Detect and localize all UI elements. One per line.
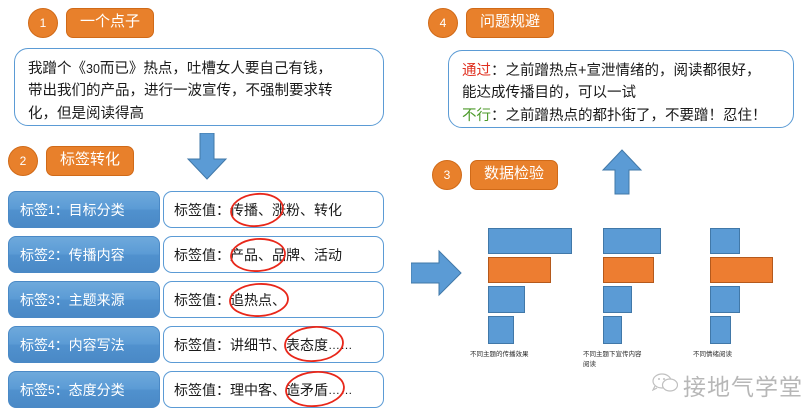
tag-value-5-items: 理中客、造矛盾 xyxy=(230,381,328,398)
tag-chip-2-suffix: ：传播内容 xyxy=(54,246,125,263)
bar-g1-blue-1 xyxy=(488,228,572,254)
step-number-4: 4 xyxy=(428,8,458,38)
down-arrow xyxy=(186,133,228,181)
tag-chip-4-suffix: ：内容写法 xyxy=(54,336,125,353)
tag-value-5-ellipsis: …… xyxy=(328,382,353,397)
tag-chip-3-suffix: ：主题来源 xyxy=(54,291,125,308)
step-number-2: 2 xyxy=(8,146,38,176)
bar-group-label-2: 不同主题下宣传内容阅读 xyxy=(583,351,642,369)
bar-g1-orange xyxy=(488,257,551,283)
step-pill-tagging: 标签转化 xyxy=(46,146,135,176)
idea-line-1-a: 我蹭个《 xyxy=(28,61,86,77)
tag-value-5-prefix: 标签值： xyxy=(174,381,230,398)
bar-g3-orange xyxy=(710,257,773,283)
step-number-3: 3 xyxy=(432,160,462,190)
bar-g3-blue-3 xyxy=(710,316,731,344)
bar-g3-blue-2 xyxy=(710,286,740,313)
tag-chip-3-prefix: 标签 xyxy=(20,291,48,308)
step-pill-idea: 一个点子 xyxy=(66,8,155,38)
idea-line-1: 我蹭个《30而已》热点，吐槽女人要自己有钱， xyxy=(28,58,370,80)
tag-value-box-5[interactable]: 标签值：理中客、造矛盾…… xyxy=(163,371,384,408)
risk-fail-text: ：之前蹭热点的都扑街了，不要蹭！忍住！ xyxy=(491,107,767,124)
tag-chip-4-prefix: 标签 xyxy=(20,336,48,353)
risk-pass-line-2: 能达成传播目的，可以一试 xyxy=(462,85,636,102)
step-header-risk: 4 问题规避 xyxy=(428,8,555,38)
tag-value-2-items: 产品、品牌、活动 xyxy=(230,246,342,263)
bar-g2-blue-2 xyxy=(603,286,632,313)
idea-line-1-number: 30 xyxy=(86,62,100,76)
tag-value-4-prefix: 标签值： xyxy=(174,336,230,353)
idea-line-2: 带出我们的产品，进行一波宣传，不强制要求转 xyxy=(28,83,333,100)
tag-chip-5-suffix: ：态度分类 xyxy=(54,381,125,398)
tag-value-box-4[interactable]: 标签值：讲细节、表态度…… xyxy=(163,326,384,363)
up-arrow xyxy=(601,148,643,196)
tag-chip-5-index: 5 xyxy=(48,382,55,397)
tag-value-2-prefix: 标签值： xyxy=(174,246,230,263)
step-number-1: 1 xyxy=(28,8,58,38)
tag-chip-2-prefix: 标签 xyxy=(20,246,48,263)
idea-line-1-b: 而已》热点，吐槽女人要自己有钱， xyxy=(99,61,332,77)
step-pill-risk: 问题规避 xyxy=(466,8,555,38)
risk-fail-label: 不行 xyxy=(462,107,491,124)
tag-value-3-items: 追热点、 xyxy=(230,291,286,308)
watermark-text: 接地气学堂 xyxy=(683,375,803,401)
tag-chip-4-index: 4 xyxy=(48,337,55,352)
tag-value-box-1[interactable]: 标签值：传播、涨粉、转化 xyxy=(163,191,384,228)
tag-value-box-2[interactable]: 标签值：产品、品牌、活动 xyxy=(163,236,384,273)
bar-group-label-1: 不同主题的传播效果 xyxy=(470,351,529,358)
tag-chip-5-prefix: 标签 xyxy=(20,381,48,398)
risk-pass-label: 通过 xyxy=(462,63,491,79)
tag-chip-1-index: 1 xyxy=(48,202,55,217)
tag-value-4-items: 讲细节、表态度 xyxy=(230,336,328,353)
tag-value-1-prefix: 标签值： xyxy=(174,201,230,218)
tag-value-4-ellipsis: …… xyxy=(328,337,353,352)
risk-pass-line-1: 通过：之前蹭热点+宣泄情绪的，阅读都很好， xyxy=(462,60,780,82)
tag-chip-1-suffix: ：目标分类 xyxy=(54,201,125,218)
bar-g1-blue-2 xyxy=(488,286,525,313)
idea-text-box: 我蹭个《30而已》热点，吐槽女人要自己有钱， 带出我们的产品，进行一波宣传，不强… xyxy=(14,48,384,126)
bar-g2-blue-3 xyxy=(603,316,622,344)
bar-chart: 不同主题的传播效果 不同主题下宣传内容阅读 不同情绪阅读 xyxy=(460,220,800,400)
wechat-icon xyxy=(651,372,679,399)
tag-chip-1-prefix: 标签 xyxy=(20,201,48,218)
risk-pass-text: ：之前蹭热点+宣泄情绪的，阅读都很好， xyxy=(491,63,761,79)
step-header-idea: 1 一个点子 xyxy=(28,8,155,38)
risk-fail-line: 不行：之前蹭热点的都扑街了，不要蹭！忍住！ xyxy=(462,105,780,127)
bar-g2-blue-1 xyxy=(603,228,661,254)
tag-value-1-items: 传播、涨粉、转化 xyxy=(230,201,342,218)
tag-chip-3-index: 3 xyxy=(48,292,55,307)
step-header-validation: 3 数据检验 xyxy=(432,160,559,190)
risk-text-box: 通过：之前蹭热点+宣泄情绪的，阅读都很好， 能达成传播目的，可以一试 不行：之前… xyxy=(448,50,794,128)
step-pill-validation: 数据检验 xyxy=(470,160,559,190)
tag-value-box-3[interactable]: 标签值：追热点、 xyxy=(163,281,384,318)
step-header-tagging: 2 标签转化 xyxy=(8,146,135,176)
bar-g3-blue-1 xyxy=(710,228,740,254)
watermark: 接地气学堂 xyxy=(651,368,803,402)
tag-value-3-prefix: 标签值： xyxy=(174,291,230,308)
bar-group-label-3: 不同情绪阅读 xyxy=(693,351,732,358)
tag-chip-2-index: 2 xyxy=(48,247,55,262)
bar-g2-orange xyxy=(603,257,654,283)
right-arrow xyxy=(411,249,465,297)
bar-g1-blue-3 xyxy=(488,316,514,344)
idea-line-3: 化，但是阅读得高 xyxy=(28,105,144,122)
